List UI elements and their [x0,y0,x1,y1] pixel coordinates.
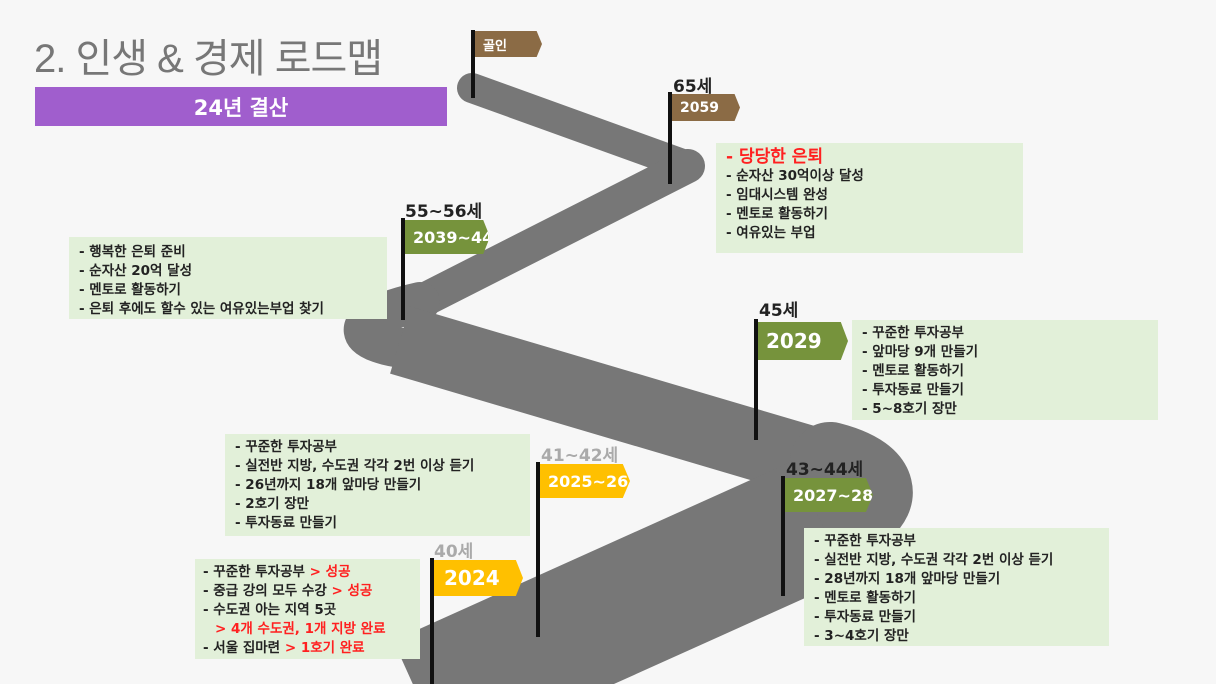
milestone-2024-box: - 꾸준한 투자공부 > 성공 - 중급 강의 모두 수강 > 성공 - 수도권… [195,559,420,659]
age-label: 45세 [759,301,799,321]
list-item: - 꾸준한 투자공부 [235,439,337,455]
milestone-2059-box: - 당당한 은퇴 - 순자산 30억이상 달성 - 임대시스템 완성 - 멘토로… [716,143,1023,253]
list-item: - 멘토로 활동하기 [862,363,964,379]
milestone-flag-2029: 2029 [758,322,848,360]
list-item: - 순자산 30억이상 달성 [726,168,864,184]
item-text: - 꾸준한 투자공부 [203,564,310,580]
list-item: - 3~4호기 장만 [814,628,909,644]
milestone-2027-box: - 꾸준한 투자공부 - 실전반 지방, 수도권 각각 2번 이상 듣기 - 2… [804,528,1109,646]
list-item: - 앞마당 9개 만들기 [862,344,979,360]
item-result: > 4개 수도권, 1개 지방 완료 [215,621,386,637]
milestone-flag-2039: 2039~44 [405,220,490,254]
milestone-flag-2059: 2059 [672,94,740,121]
milestone-flag-2027: 2027~28 [785,478,873,512]
list-item: - 투자동료 만들기 [235,515,337,531]
milestone-2039-box: - 행복한 은퇴 준비 - 순자산 20억 달성 - 멘토로 활동하기 - 은퇴… [69,237,387,319]
age-label: 41~42세 [541,446,619,466]
flag-pole [781,476,785,596]
item-text: - 서울 집마련 [203,640,285,656]
list-item: - 행복한 은퇴 준비 [79,244,186,260]
list-item: - 28년까지 18개 앞마당 만들기 [814,571,1001,587]
age-label: 65세 [673,77,713,97]
list-item: - 서울 집마련 > 1호기 완료 [203,639,412,658]
list-item: - 여유있는 부업 [726,225,816,241]
flag-pole [471,30,475,98]
list-item: - 26년까지 18개 앞마당 만들기 [235,477,422,493]
milestone-flag-2025: 2025~26 [540,464,630,498]
list-item: - 꾸준한 투자공부 [814,533,916,549]
goal-title: - 당당한 은퇴 [726,147,824,167]
list-item: - 꾸준한 투자공부 > 성공 [203,563,412,582]
milestone-2025-box: - 꾸준한 투자공부 - 실전반 지방, 수도권 각각 2번 이상 듣기 - 2… [225,434,530,536]
milestone-flag-2024: 2024 [434,560,523,596]
age-label: 55~56세 [405,202,483,222]
list-item: - 실전반 지방, 수도권 각각 2번 이상 듣기 [235,458,475,474]
age-label: 43~44세 [786,460,864,480]
milestone-2029-box: - 꾸준한 투자공부 - 앞마당 9개 만들기 - 멘토로 활동하기 - 투자동… [852,320,1158,420]
item-result: > 성공 [309,564,351,580]
age-label: 40세 [434,542,474,562]
list-item: - 멘토로 활동하기 [814,590,916,606]
page-title: 2. 인생 & 경제 로드맵 [34,37,383,81]
list-item: > 4개 수도권, 1개 지방 완료 [203,620,412,639]
list-item: - 실전반 지방, 수도권 각각 2번 이상 듣기 [814,552,1054,568]
list-item: - 투자동료 만들기 [862,382,964,398]
flag-pole [430,558,434,684]
list-item: - 중급 강의 모두 수강 > 성공 [203,582,412,601]
list-item: - 은퇴 후에도 할수 있는 여유있는부업 찾기 [79,301,324,317]
list-item: - 투자동료 만들기 [814,609,916,625]
list-item: - 멘토로 활동하기 [726,206,828,222]
flag-pole [668,92,672,184]
list-item: - 꾸준한 투자공부 [862,325,964,341]
list-item: - 임대시스템 완성 [726,187,828,203]
item-text: - 중급 강의 모두 수강 [203,583,332,599]
list-item: - 수도권 아는 지역 5곳 [203,601,412,620]
item-result: > 성공 [331,583,373,599]
list-item: - 순자산 20억 달성 [79,263,193,279]
flag-pole [754,319,758,440]
list-item: - 멘토로 활동하기 [79,282,181,298]
list-item: - 2호기 장만 [235,496,310,512]
flag-pole [401,218,405,320]
item-result: > 1호기 완료 [284,640,365,656]
year-summary-banner: 24년 결산 [35,87,447,126]
goal-flag: 골인 [475,31,542,57]
flag-pole [536,462,540,637]
list-item: - 5~8호기 장만 [862,401,957,417]
item-text: - 수도권 아는 지역 5곳 [203,602,337,618]
